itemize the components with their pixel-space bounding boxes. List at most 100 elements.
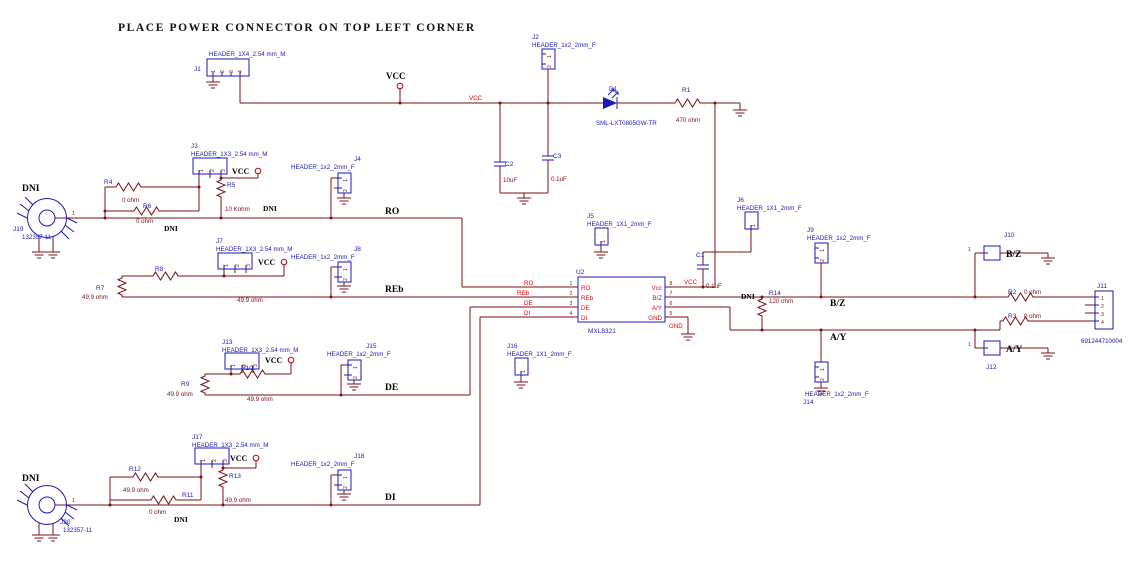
u2-pin-number: 3 xyxy=(570,301,573,307)
val-r5: 10 Kohm xyxy=(225,206,250,213)
connector-j14: 1 2 xyxy=(814,361,829,383)
resistor-r14 xyxy=(757,296,767,319)
pin1-j10: 1 xyxy=(968,247,971,253)
page-title: PLACE POWER CONNECTOR ON TOP LEFT CORNER xyxy=(118,22,476,34)
connector-j12 xyxy=(983,340,1001,356)
ref-j10: J10 xyxy=(1004,232,1015,239)
dni-flag-j20: DNI xyxy=(22,474,40,484)
ref-j14: J14 xyxy=(803,399,814,406)
junction-dots xyxy=(103,101,977,507)
part-j3: HEADER_1X3_2.54 mm_M xyxy=(191,151,267,158)
part-j15: HEADER_1x2_2mm_F xyxy=(327,351,391,358)
svg-text:3: 3 xyxy=(246,264,252,267)
u2-pin-number: 7 xyxy=(670,291,673,297)
labels: J1 HEADER_1X4_2.54 mm_M J2 HEADER_1x2_2m… xyxy=(13,34,1123,534)
svg-text:1: 1 xyxy=(231,364,237,367)
part-j9: HEADER_1x2_2mm_F xyxy=(807,235,871,242)
svg-text:3: 3 xyxy=(253,364,259,367)
capacitor-c2 xyxy=(494,161,506,167)
svg-text:2: 2 xyxy=(343,486,349,489)
svg-text:2: 2 xyxy=(212,459,218,462)
svg-text:2: 2 xyxy=(547,65,553,68)
val-c1: 0.1uF xyxy=(706,283,722,290)
svg-text:3: 3 xyxy=(223,459,229,462)
part-d1: SML-LXT0805GW-TR xyxy=(596,120,657,127)
u2-pin-name: A/Y xyxy=(652,305,662,312)
svg-text:1: 1 xyxy=(343,476,349,479)
ref-j6: J6 xyxy=(737,197,744,204)
ref-r2: R2 xyxy=(1008,289,1017,296)
connector-j7: 1 2 3 xyxy=(217,252,253,270)
svg-text:4: 4 xyxy=(238,70,244,73)
svg-text:2: 2 xyxy=(1101,304,1104,310)
ref-d1: D1 xyxy=(609,86,618,93)
connector-j13: 1 2 3 xyxy=(224,352,260,370)
svg-text:2: 2 xyxy=(820,259,826,262)
resistor-r13 xyxy=(218,467,228,490)
ref-r13: R13 xyxy=(229,473,241,480)
led-arrows-icon xyxy=(607,88,619,99)
pin1-j20: 1 xyxy=(72,498,75,504)
svg-text:1: 1 xyxy=(1101,296,1104,302)
net-vcc-chip: VCC xyxy=(684,279,698,286)
u2-pin-name: DE xyxy=(581,305,590,312)
u2-pin-name: REb xyxy=(581,295,594,302)
wires xyxy=(38,69,1095,535)
val-r11: 0 ohm xyxy=(149,509,166,516)
dni-flag-r11: DNI xyxy=(174,515,188,524)
svg-text:2: 2 xyxy=(820,378,826,381)
u2-pin-name: GND xyxy=(648,315,662,322)
svg-text:1: 1 xyxy=(820,368,826,371)
ref-r12: R12 xyxy=(129,466,141,473)
net-gnd-chip: GND xyxy=(669,323,683,330)
ref-j17: J17 xyxy=(192,434,203,441)
ref-c1: C1 xyxy=(696,252,705,259)
vcc-port-icon xyxy=(252,454,260,462)
svg-text:1: 1 xyxy=(820,249,826,252)
ref-j16: J16 xyxy=(507,343,518,350)
ref-j5: J5 xyxy=(587,213,594,220)
val-r12: 49.9 ohm xyxy=(123,487,149,494)
part-j13: HEADER_1X3_2.54 mm_M xyxy=(222,347,298,354)
ref-j1: J1 xyxy=(194,66,201,73)
net-ro: RO xyxy=(524,280,533,287)
ref-r5: R5 xyxy=(227,182,236,189)
ref-j13: J13 xyxy=(222,339,233,346)
svg-text:2: 2 xyxy=(343,278,349,281)
val-c2: 10uF xyxy=(503,177,517,184)
connectors: 1 2 3 4 1 2 1 2 3 1 2 1 1 1 2 xyxy=(16,48,1114,527)
val-r9: 49.9 ohm xyxy=(167,391,193,398)
u2-pin-number: 1 xyxy=(570,281,573,287)
ref-r4: R4 xyxy=(104,179,113,186)
connector-j15: 1 2 xyxy=(347,359,362,381)
vcc-symbols: VCC VCC VCC VCC VCC xyxy=(230,71,406,463)
part-j20: 132357-11 xyxy=(63,527,93,534)
dni-flag-j19: DNI xyxy=(22,184,40,194)
val-r1: 470 ohm xyxy=(676,117,700,124)
resistor-r9 xyxy=(200,373,210,396)
ref-u2: U2 xyxy=(576,269,585,276)
u2-pin-number: 2 xyxy=(570,291,573,297)
signal-de: DE xyxy=(385,383,398,393)
part-j14: HEADER_1x2_2mm_F xyxy=(805,391,869,398)
svg-text:1: 1 xyxy=(211,70,217,73)
ref-r7: R7 xyxy=(96,285,105,292)
part-j19: 132357-11 xyxy=(22,234,52,241)
part-j2: HEADER_1x2_2mm_F xyxy=(532,42,596,49)
svg-text:3: 3 xyxy=(1101,312,1104,318)
val-r4: 0 ohm xyxy=(122,197,139,204)
ref-r9: R9 xyxy=(181,381,190,388)
connector-j11: 1 2 3 4 xyxy=(1094,290,1114,330)
ground-symbols xyxy=(31,81,1056,542)
ref-j18: J18 xyxy=(354,453,365,460)
u2-pin-number: 4 xyxy=(570,311,573,317)
u2-pin-number: 5 xyxy=(670,311,673,317)
connector-j3: 1 2 3 xyxy=(192,157,228,175)
val-r6: 0 ohm xyxy=(136,218,153,225)
u2-pin-name: B/Z xyxy=(652,295,662,302)
ref-c3: C3 xyxy=(553,153,562,160)
ref-c2: C2 xyxy=(505,161,514,168)
connector-j5: 1 xyxy=(594,227,609,246)
svg-text:2: 2 xyxy=(343,189,349,192)
